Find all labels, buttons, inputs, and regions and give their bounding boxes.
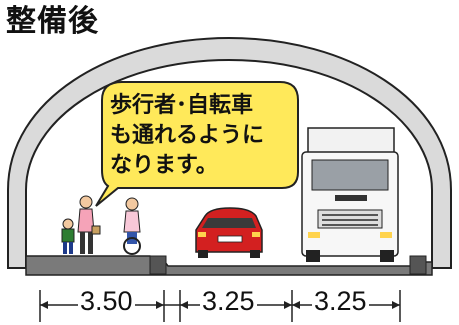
sidewalk-curb xyxy=(149,255,167,275)
bubble-line-1: 歩行者･自転車 xyxy=(110,93,254,118)
white-truck xyxy=(301,127,399,262)
dimension-label-lane-2: 3.25 xyxy=(312,286,369,316)
red-car xyxy=(195,207,263,258)
speech-bubble-text: 歩行者･自転車 も通れるように なります。 xyxy=(110,91,288,181)
speech-bubble-shape xyxy=(95,81,299,207)
adult-figure xyxy=(77,195,101,254)
bubble-line-3: なります。 xyxy=(110,153,218,178)
bubble-line-2: も通れるように xyxy=(110,123,265,148)
right-curb xyxy=(409,255,427,275)
cyclist-figure xyxy=(123,197,141,255)
dimension-label-lane-1: 3.25 xyxy=(200,286,257,316)
dimension-label-sidewalk: 3.50 xyxy=(78,286,135,316)
tunnel-shell xyxy=(7,36,452,269)
child-figure xyxy=(61,218,75,254)
road-floor xyxy=(25,255,433,276)
page-title: 整備後 xyxy=(6,4,99,39)
